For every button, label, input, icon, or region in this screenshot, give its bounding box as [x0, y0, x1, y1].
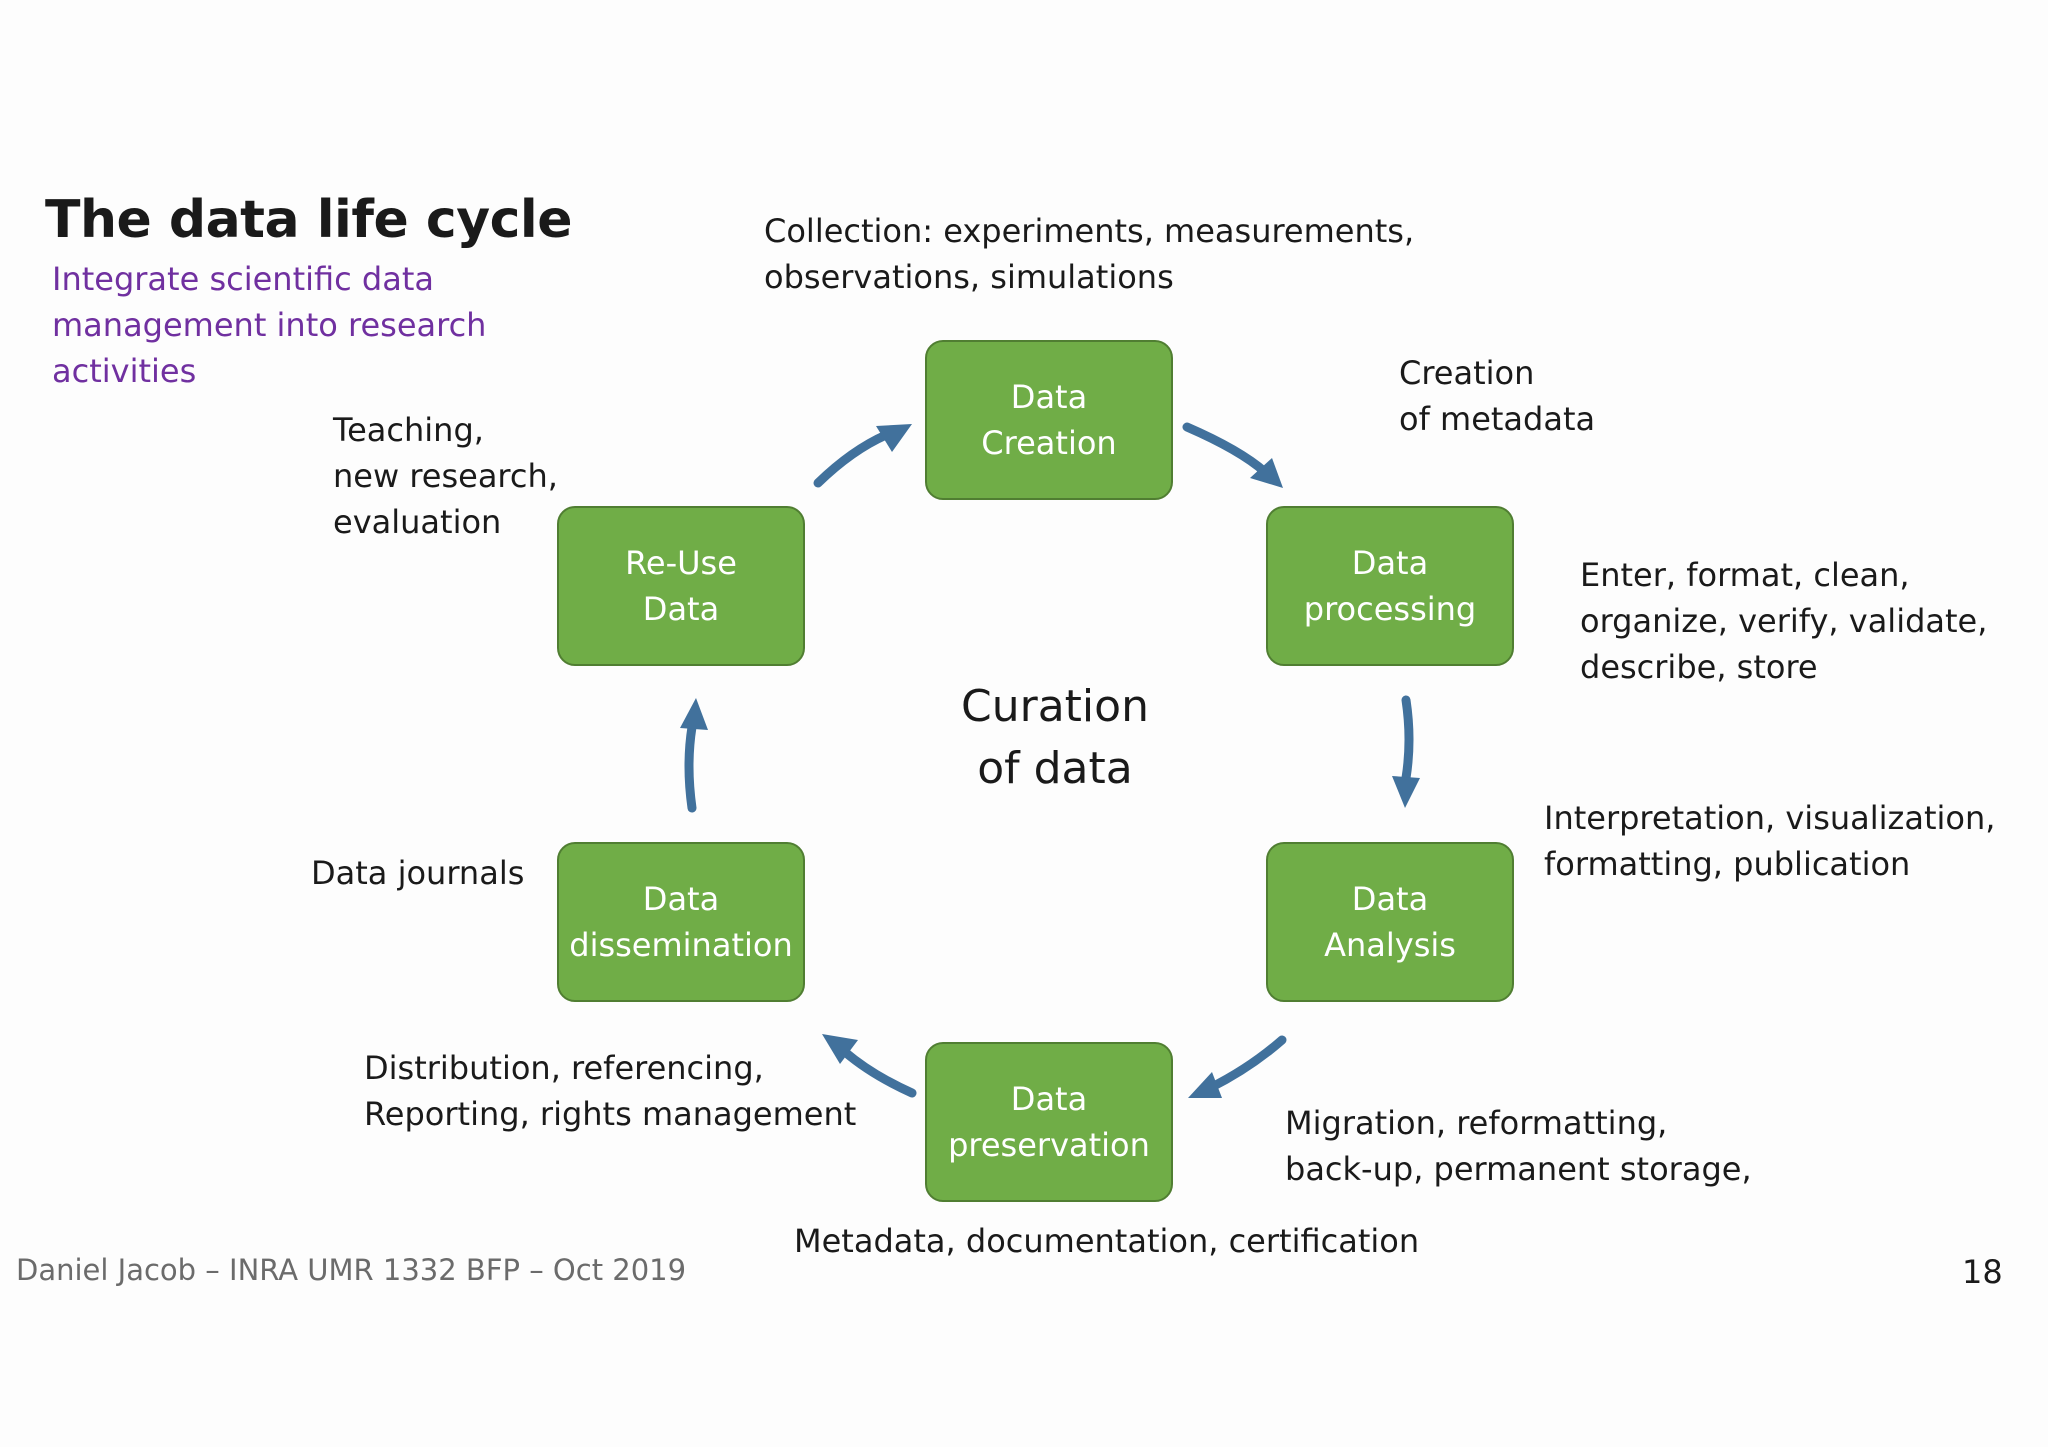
note-processing: Enter, format, clean, organize, verify, … [1580, 552, 1987, 690]
note-line: formatting, publication [1544, 845, 1911, 883]
stage-label-line2: Analysis [1324, 926, 1456, 964]
note-line: evaluation [333, 503, 502, 541]
note-reuse: Teaching, new research, evaluation [333, 407, 558, 545]
note-certification: Metadata, documentation, certification [794, 1218, 1419, 1264]
stage-label-line1: Data [1010, 378, 1088, 416]
note-preservation: Migration, reformatting, back-up, perman… [1285, 1100, 1752, 1192]
stage-label-line2: preservation [948, 1126, 1150, 1164]
note-line: of metadata [1399, 400, 1596, 438]
arrow-reuse-to-creation [813, 424, 912, 488]
note-line: back-up, permanent storage, [1285, 1150, 1752, 1188]
note-line: describe, store [1580, 648, 1818, 686]
center-label-line2: of data [977, 743, 1133, 794]
stage-label-line1: Data [1351, 880, 1429, 918]
stage-label-line2: processing [1303, 590, 1477, 628]
slide-title: The data life cycle [45, 190, 573, 250]
stage-reuse-data: Re-Use Data [557, 506, 805, 666]
stage-label-line1: Re-Use [625, 544, 737, 582]
slide-footer: Daniel Jacob – INRA UMR 1332 BFP – Oct 2… [16, 1253, 687, 1287]
center-label: Curation of data [925, 676, 1185, 800]
arrow-analysis-to-preservation [1188, 1035, 1287, 1098]
stage-label-line2: dissemination [569, 926, 793, 964]
arrow-preservation-to-dissemination [822, 1034, 917, 1098]
stage-label-line2: Data [642, 590, 720, 628]
note-line: Interpretation, visualization, [1544, 799, 1996, 837]
note-journals: Data journals [311, 850, 524, 896]
note-line: Teaching, [333, 411, 484, 449]
stage-label-line1: Data [1351, 544, 1429, 582]
note-line: Enter, format, clean, [1580, 556, 1910, 594]
note-line: Metadata, documentation, certification [794, 1222, 1420, 1260]
note-line: Creation [1399, 354, 1535, 392]
stage-label-line1: Data [642, 880, 720, 918]
stage-data-processing: Data processing [1266, 506, 1514, 666]
note-line: Data journals [311, 854, 525, 892]
stage-data-dissemination: Data dissemination [557, 842, 805, 1002]
note-line: Distribution, referencing, [364, 1049, 764, 1087]
note-line: new research, [333, 457, 558, 495]
note-line: Collection: experiments, measurements, [764, 212, 1415, 250]
note-metadata: Creation of metadata [1399, 350, 1595, 442]
note-dissemination: Distribution, referencing, Reporting, ri… [364, 1045, 856, 1137]
note-line: observations, simulations [764, 258, 1174, 296]
note-analysis: Interpretation, visualization, formattin… [1544, 795, 1995, 887]
arrow-creation-to-processing [1182, 422, 1283, 488]
page-number: 18 [1962, 1253, 2003, 1291]
center-label-line1: Curation [961, 681, 1149, 732]
stage-label-line1: Data [1010, 1080, 1088, 1118]
note-line: Reporting, rights management [364, 1095, 857, 1133]
arrow-dissemination-to-reuse [680, 698, 708, 813]
note-line: organize, verify, validate, [1580, 602, 1988, 640]
stage-label-line2: Creation [981, 424, 1117, 462]
stage-data-preservation: Data preservation [925, 1042, 1173, 1202]
note-collection: Collection: experiments, measurements, o… [764, 208, 1414, 300]
stage-data-analysis: Data Analysis [1266, 842, 1514, 1002]
stage-data-creation: Data Creation [925, 340, 1173, 500]
slide-subtitle: Integrate scientific data management int… [52, 260, 487, 390]
note-line: Migration, reformatting, [1285, 1104, 1668, 1142]
arrow-processing-to-analysis [1392, 695, 1420, 808]
